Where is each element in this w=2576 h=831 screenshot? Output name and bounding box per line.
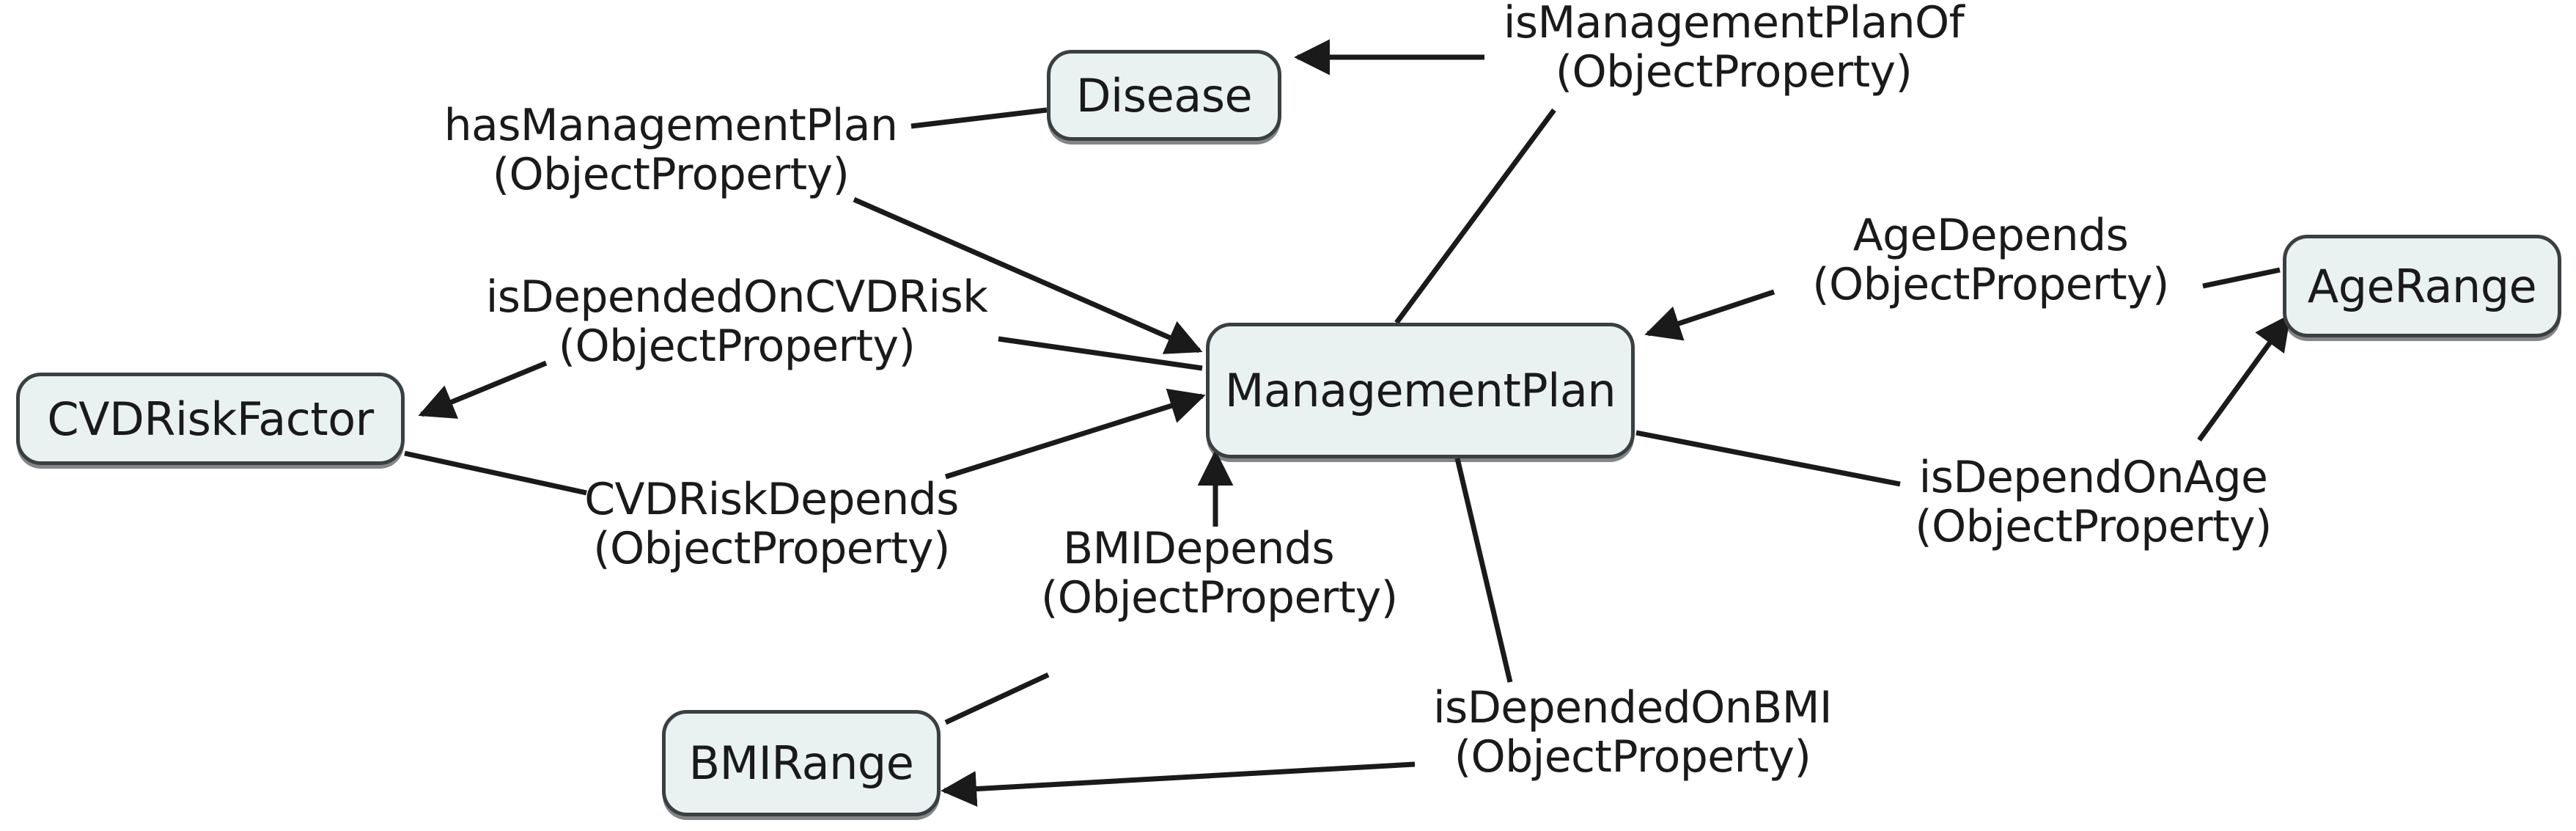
edge-label-name: isDependedOnCVDRisk xyxy=(485,271,988,323)
node-label: Disease xyxy=(1075,68,1253,122)
edge-label-ismanagementplanof: isManagementPlanOf (ObjectProperty) xyxy=(1495,0,1972,97)
edge-label-cvdriskdepends: CVDRiskDepends (ObjectProperty) xyxy=(579,475,964,574)
edge-label-name: isDependOnAge xyxy=(1918,452,2268,503)
edge-label-type: (ObjectProperty) xyxy=(1041,572,1398,624)
node-disease[interactable]: Disease xyxy=(1047,50,1281,141)
edge-label-hasmanagementplan: hasManagementPlan (ObjectProperty) xyxy=(436,100,905,201)
edge-label-isdependonage: isDependOnAge (ObjectProperty) xyxy=(1905,453,2282,552)
edge-label-name: isDependedOnBMI xyxy=(1432,682,1833,733)
node-cvdriskfactor[interactable]: CVDRiskFactor xyxy=(16,373,405,465)
node-managementplan[interactable]: ManagementPlan xyxy=(1206,323,1635,458)
node-label: ManagementPlan xyxy=(1224,364,1616,417)
edge-label-isdependedonbmi: isDependedOnBMI (ObjectProperty) xyxy=(1424,682,1841,783)
edge-label-name: isManagementPlanOf xyxy=(1503,0,1965,48)
edge-label-type: (ObjectProperty) xyxy=(1454,731,1811,783)
edge-label-name: CVDRiskDepends xyxy=(584,474,959,525)
edge-label-bmidepends: BMIDepends (ObjectProperty) xyxy=(1041,523,1398,624)
edge-label-name: hasManagementPlan xyxy=(444,100,898,151)
node-label: AgeRange xyxy=(2307,259,2537,313)
edge-label-name: BMIDepends xyxy=(1062,523,1335,574)
edge-label-name: AgeDepends xyxy=(1852,210,2129,261)
edge-label-isdependedoncvdrisk: isDependedOnCVDRisk (ObjectProperty) xyxy=(480,271,993,373)
node-bmirange[interactable]: BMIRange xyxy=(662,710,941,816)
edge-label-type: (ObjectProperty) xyxy=(1555,46,1913,98)
edge-label-agedepends: AgeDepends (ObjectProperty) xyxy=(1780,211,2201,310)
edge-label-type: (ObjectProperty) xyxy=(1812,259,2169,311)
edge-label-type: (ObjectProperty) xyxy=(492,149,850,201)
edge-label-type: (ObjectProperty) xyxy=(1915,501,2272,553)
edge-label-type: (ObjectProperty) xyxy=(593,523,950,575)
node-agerange[interactable]: AgeRange xyxy=(2283,235,2561,337)
node-label: CVDRiskFactor xyxy=(47,392,374,446)
node-label: BMIRange xyxy=(688,736,914,790)
edge-label-type: (ObjectProperty) xyxy=(558,321,916,373)
